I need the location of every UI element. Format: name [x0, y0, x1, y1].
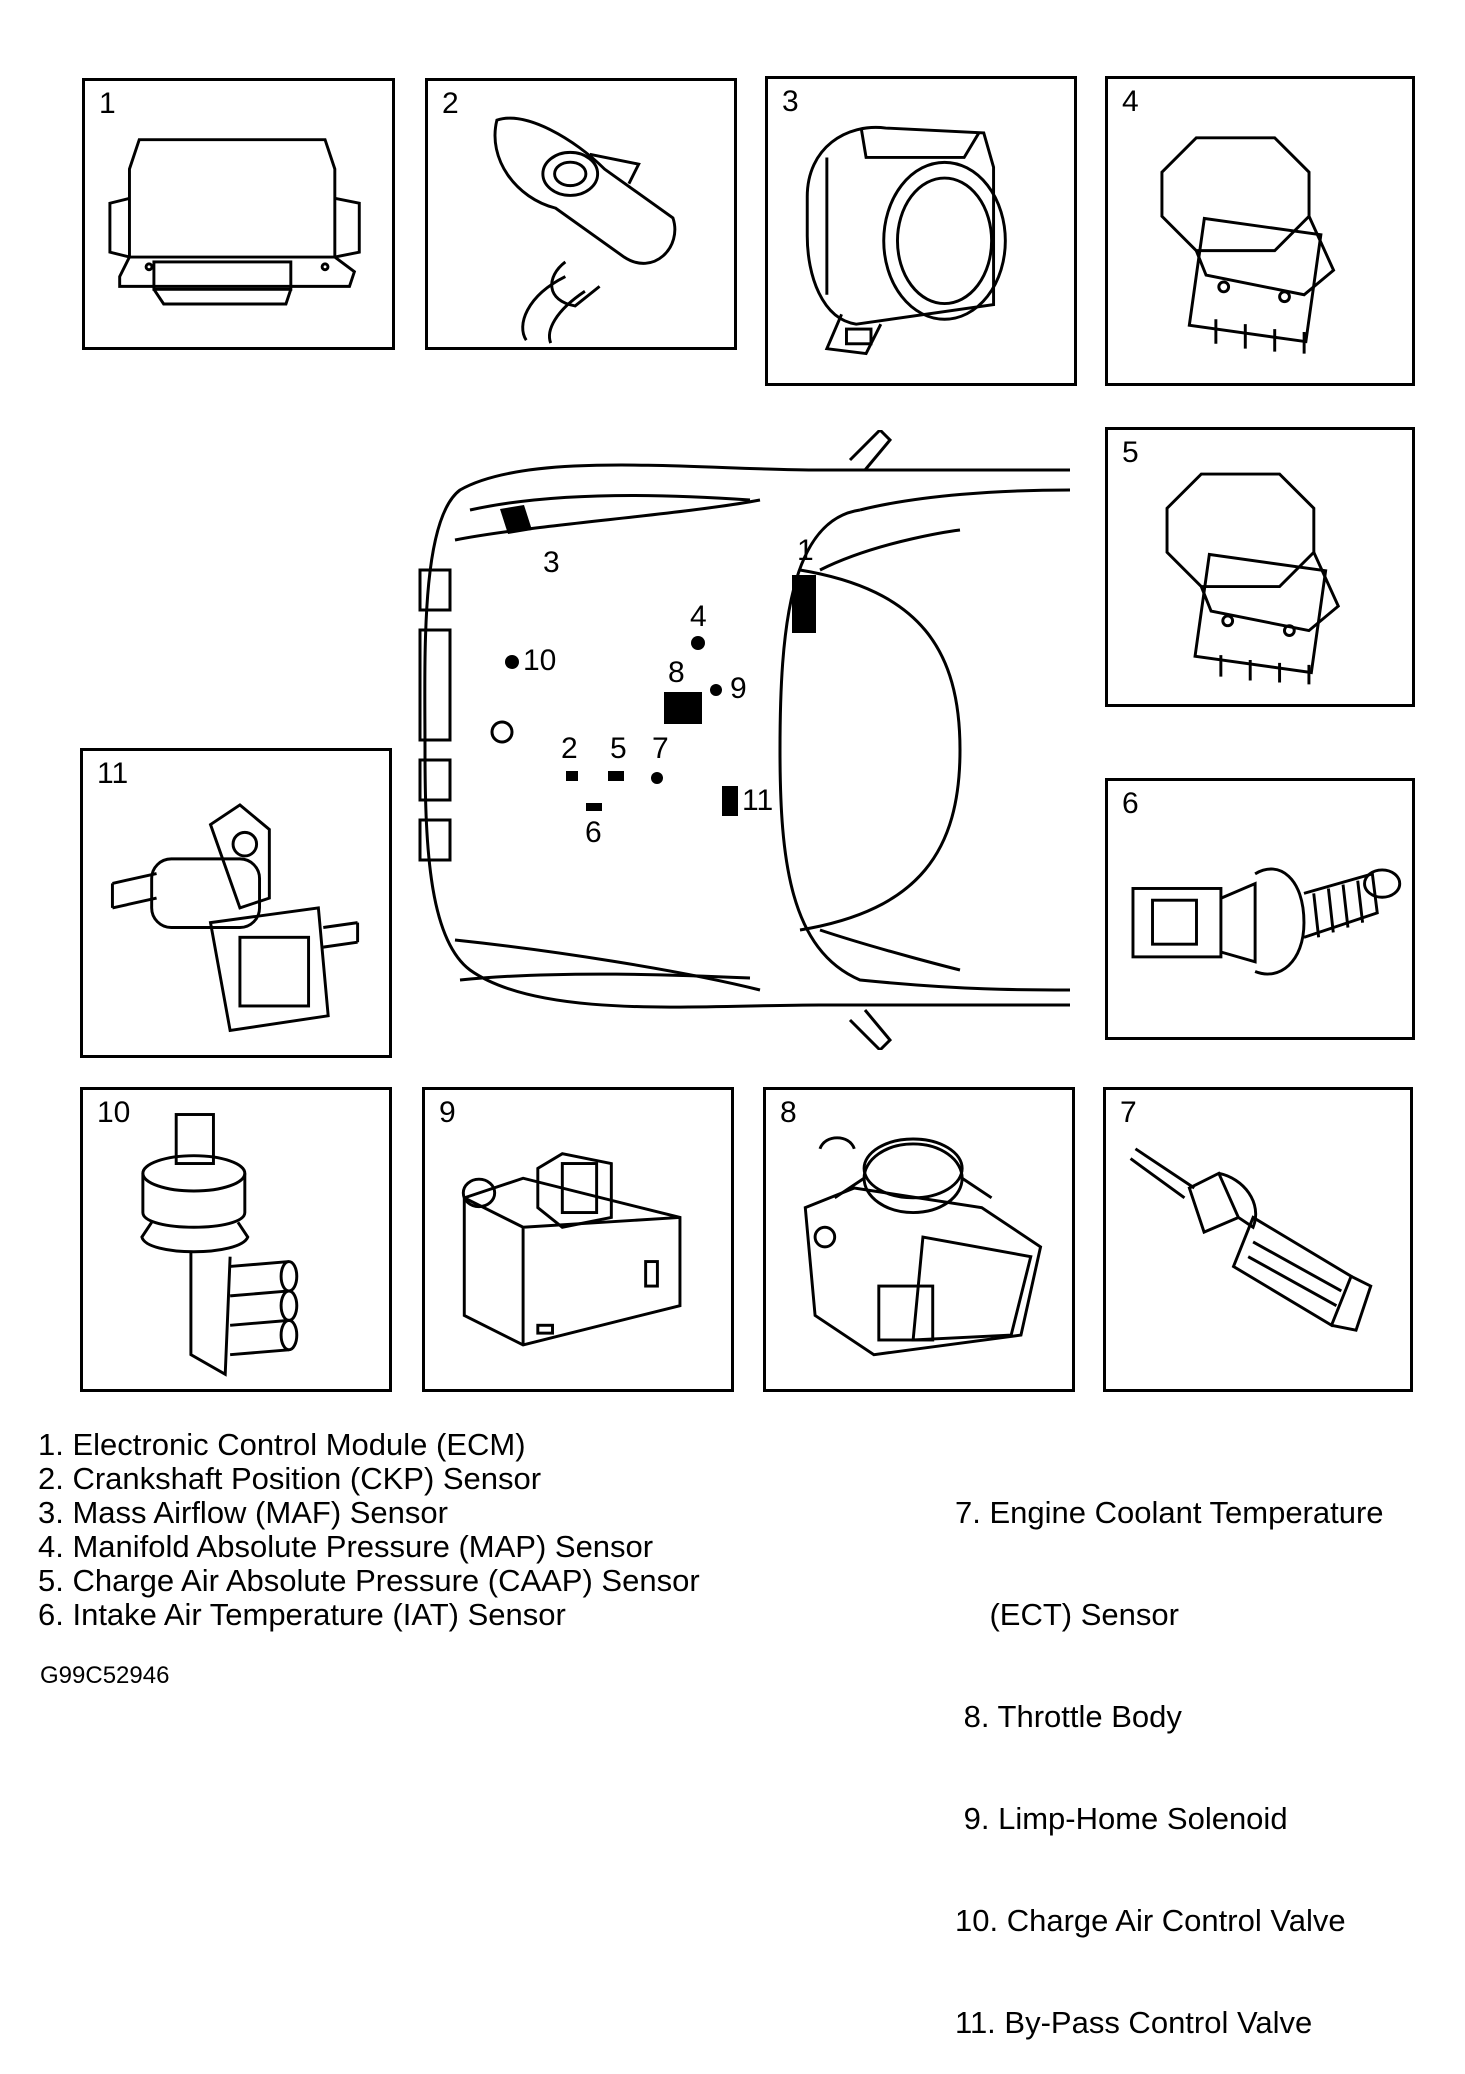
panel-2-ckp-sensor: 2: [425, 78, 737, 350]
car-label-1: 1: [797, 534, 814, 567]
legend-left: 1. Electronic Control Module (ECM) 2. Cr…: [38, 1428, 700, 1632]
marker-1-ecm: [792, 575, 816, 633]
legend-item: 4. Manifold Absolute Pressure (MAP) Sens…: [38, 1529, 654, 1564]
car-label-3: 3: [543, 546, 560, 579]
charge-air-valve-drawing: [140, 1113, 299, 1377]
car-label-11: 11: [742, 784, 774, 817]
caap-sensor-drawing: [1165, 472, 1341, 685]
marker-7-ect: [651, 772, 663, 784]
panel-number: 9: [439, 1096, 456, 1129]
marker-3-maf: [500, 505, 532, 534]
legend-item: 3. Mass Airflow (MAF) Sensor: [38, 1495, 448, 1530]
panel-number: 11: [97, 757, 129, 790]
bypass-valve-drawing: [110, 803, 360, 1033]
limp-home-solenoid-drawing: [461, 1152, 682, 1347]
marker-10-charge-air-valve: [505, 655, 519, 669]
ecm-drawing: [108, 138, 361, 306]
legend-item: 2. Crankshaft Position (CKP) Sensor: [38, 1461, 542, 1496]
panel-9-limp-home-solenoid: 9: [422, 1087, 734, 1392]
ect-sensor-drawing: [1129, 1147, 1373, 1332]
panel-number: 4: [1122, 85, 1139, 118]
marker-11-bypass: [722, 786, 738, 816]
panel-10-charge-air-control-valve: 10: [80, 1087, 392, 1392]
car-label-2: 2: [561, 732, 578, 765]
legend-item: 6. Intake Air Temperature (IAT) Sensor: [38, 1597, 566, 1632]
marker-9-limp-home: [710, 684, 722, 696]
panel-number: 5: [1122, 436, 1139, 469]
marker-8-throttle-body: [664, 692, 702, 724]
panel-5-caap-sensor: 5: [1105, 427, 1415, 707]
panel-11-bypass-control-valve: 11: [80, 748, 392, 1058]
car-label-5: 5: [610, 732, 627, 765]
vehicle-outline: [418, 430, 1071, 1050]
ckp-sensor-drawing: [493, 116, 677, 344]
marker-2-ckp: [566, 771, 578, 781]
legend-item: 11. By-Pass Control Valve: [955, 2005, 1313, 2040]
car-label-9: 9: [730, 672, 747, 705]
legend-item: 10. Charge Air Control Valve: [955, 1903, 1346, 1938]
car-label-4: 4: [690, 600, 707, 633]
legend-item: 7. Engine Coolant Temperature: [955, 1495, 1384, 1530]
panel-number: 7: [1120, 1096, 1137, 1129]
legend-item: 8. Throttle Body: [955, 1699, 1182, 1734]
panel-1-ecm: 1: [82, 78, 395, 350]
maf-sensor-drawing: [805, 125, 1007, 356]
panel-6-iat-sensor: 6: [1105, 778, 1415, 1040]
panel-number: 6: [1122, 787, 1139, 820]
marker-5-caap: [608, 771, 624, 781]
panel-number: 10: [97, 1096, 131, 1129]
iat-sensor-drawing: [1131, 867, 1402, 976]
panel-number: 1: [99, 87, 116, 120]
panel-3-maf-sensor: 3: [765, 76, 1077, 386]
vehicle-top-view: 1 3 4 10 8 9 2 5 7 11 6: [400, 430, 1100, 1050]
car-label-6: 6: [585, 816, 602, 849]
panel-number: 3: [782, 85, 799, 118]
legend-item: 5. Charge Air Absolute Pressure (CAAP) S…: [38, 1563, 700, 1598]
panel-7-ect-sensor: 7: [1103, 1087, 1413, 1392]
throttle-body-drawing: [803, 1136, 1043, 1357]
panel-4-map-sensor: 4: [1105, 76, 1415, 386]
legend-item: (ECT) Sensor: [955, 1597, 1179, 1632]
marker-4-map: [691, 636, 705, 650]
legend-item: 1. Electronic Control Module (ECM): [38, 1427, 526, 1462]
legend-right: 7. Engine Coolant Temperature (ECT) Sens…: [955, 1428, 1384, 2074]
panel-number: 2: [442, 87, 459, 120]
car-label-8: 8: [668, 656, 685, 689]
panel-8-throttle-body: 8: [763, 1087, 1075, 1392]
legend-item: 9. Limp-Home Solenoid: [955, 1801, 1288, 1836]
car-label-10: 10: [523, 644, 557, 677]
panel-number: 8: [780, 1096, 797, 1129]
map-sensor-drawing: [1160, 136, 1336, 354]
car-label-7: 7: [652, 732, 669, 765]
marker-6-iat: [586, 803, 602, 811]
figure-code: G99C52946: [40, 1662, 170, 1689]
